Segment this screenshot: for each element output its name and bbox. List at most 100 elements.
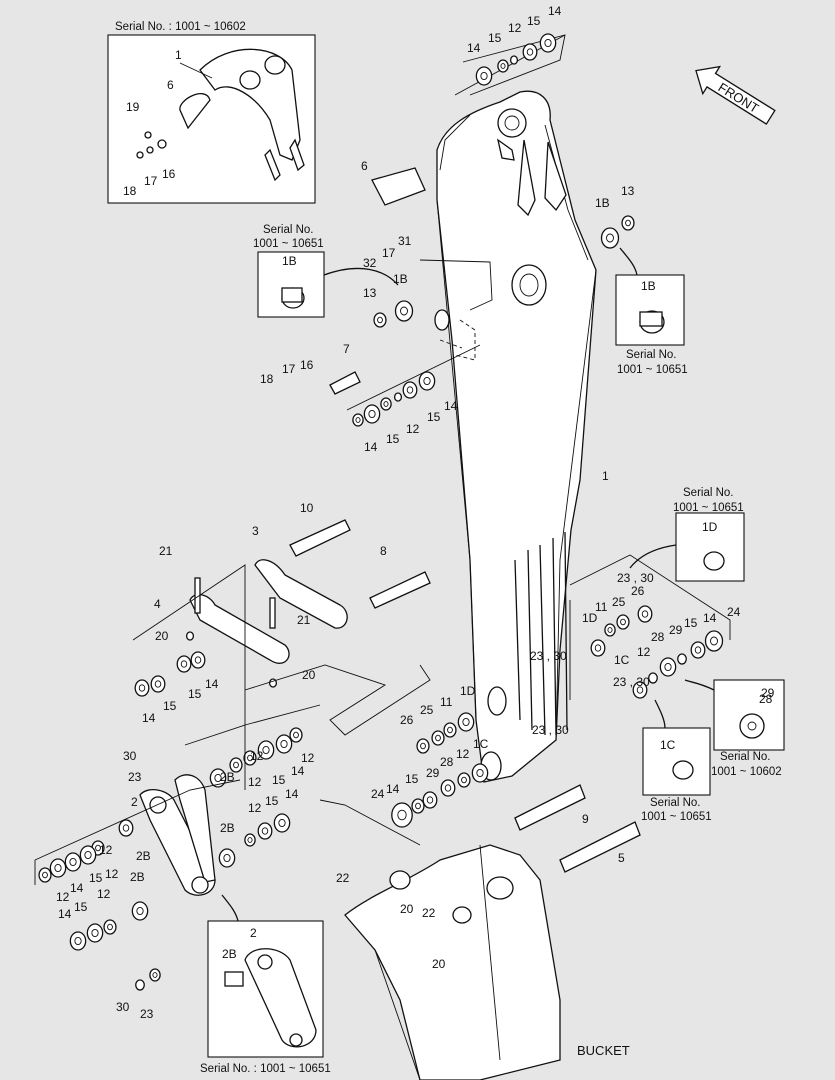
washer-ring: [443, 722, 457, 738]
callout-label: 25: [612, 595, 626, 609]
washer-hole: [122, 824, 130, 832]
callout-label: 12: [248, 801, 262, 815]
callout-label: 29: [761, 686, 775, 700]
callout-label: 32: [363, 256, 377, 270]
serial-1b-left-line2: 1001 ~ 10651: [253, 238, 324, 250]
washer-ring: [118, 819, 134, 837]
washer-ring: [659, 657, 677, 677]
washer-ring: [131, 901, 149, 921]
washer-ring: [135, 979, 145, 991]
washer-hole: [261, 827, 269, 835]
washer-hole: [280, 739, 288, 749]
callout-label: 17: [144, 174, 158, 188]
washer-hole: [247, 837, 253, 843]
callout-label: 2B: [220, 770, 235, 784]
front-arrow: FRONT: [695, 65, 776, 125]
callout-label: 1D: [702, 520, 718, 534]
callout-label: 25: [420, 703, 434, 717]
callout-label: 28: [440, 755, 454, 769]
washer-hole: [594, 644, 602, 652]
washer-hole: [526, 48, 534, 56]
callout-label: 19: [126, 100, 140, 114]
washer-hole: [435, 734, 441, 742]
callout-label: 5: [618, 851, 625, 865]
callout-label: 23: [140, 1007, 154, 1021]
washer-ring: [257, 822, 273, 840]
callout-label: 12: [508, 21, 522, 35]
bucket: [344, 844, 561, 1080]
callout-label: 14: [703, 611, 717, 625]
inset-1b-left: [257, 251, 399, 318]
callout-label: 15: [527, 14, 541, 28]
washer-hole: [233, 761, 239, 769]
washer-hole: [194, 656, 202, 664]
callout-label: 18: [123, 184, 137, 198]
washer-hole: [544, 38, 552, 48]
washer-hole: [625, 219, 631, 227]
washer-hole: [710, 636, 718, 646]
callout-label: 28: [651, 630, 665, 644]
serial-1d-line2: 1001 ~ 10651: [673, 502, 744, 514]
washer-ring: [431, 730, 445, 746]
washer-hole: [461, 776, 467, 784]
washer-ring: [176, 655, 192, 673]
callout-label: 1B: [595, 196, 610, 210]
washer-ring: [616, 614, 630, 630]
serial-1b-right-line1: Serial No.: [626, 349, 677, 361]
bucket-label: BUCKET: [577, 1043, 630, 1058]
washer-ring: [637, 605, 653, 623]
callout-label: 2B: [220, 821, 235, 835]
washer-hole: [462, 717, 470, 727]
washer-hole: [247, 754, 253, 762]
callout-label: 15: [405, 772, 419, 786]
washer-ring: [690, 641, 706, 659]
callout-label: 14: [444, 399, 458, 413]
callout-label: 16: [300, 358, 314, 372]
callout-label: 14: [142, 711, 156, 725]
washer-ring: [38, 867, 52, 883]
callout-label: 14: [58, 907, 72, 921]
washer-ring: [391, 802, 413, 828]
callout-label: 14: [467, 41, 481, 55]
washer-ring: [49, 858, 67, 878]
callout-label: 12: [637, 645, 651, 659]
washer-hole: [54, 863, 62, 873]
callout-label: 1C: [660, 738, 676, 752]
washer-ring: [621, 215, 635, 231]
serial-1d-line1: Serial No.: [683, 487, 734, 499]
washer-ring: [373, 312, 387, 328]
callout-label: 1B: [393, 272, 408, 286]
washer-hole: [91, 928, 99, 938]
washer-hole: [480, 71, 488, 81]
callout-label: 20: [432, 957, 446, 971]
washer-ring: [457, 712, 475, 732]
washer-ring: [229, 757, 243, 773]
washer-hole: [180, 660, 188, 668]
washer-ring: [677, 653, 687, 665]
washer-ring: [86, 923, 104, 943]
washer-ring: [416, 738, 430, 754]
callout-label: 14: [285, 787, 299, 801]
serial-28-line1: Serial No.: [720, 751, 771, 763]
callout-label: 29: [669, 623, 683, 637]
washer-hole: [426, 796, 434, 804]
washer-hole: [278, 818, 286, 828]
serial-top-left: Serial No. : 1001 ~ 10602: [115, 21, 246, 33]
callout-label: 23 , 30: [617, 571, 654, 585]
callout-label: 23 , 30: [530, 649, 567, 663]
washer-ring: [648, 672, 658, 684]
callout-label: 31: [398, 234, 412, 248]
inset-bottom-2: [207, 894, 324, 1058]
washer-hole: [476, 768, 484, 778]
washer-ring: [440, 779, 456, 797]
washer-hole: [107, 923, 113, 931]
callout-label: 20: [155, 629, 169, 643]
callout-label: 24: [727, 605, 741, 619]
callout-label: 15: [272, 773, 286, 787]
callout-label: 26: [631, 584, 645, 598]
washer-ring: [218, 848, 236, 868]
callout-label: 6: [167, 78, 174, 92]
callout-label: 12: [250, 749, 264, 763]
washer-hole: [136, 906, 144, 916]
washer-ring: [471, 763, 489, 783]
